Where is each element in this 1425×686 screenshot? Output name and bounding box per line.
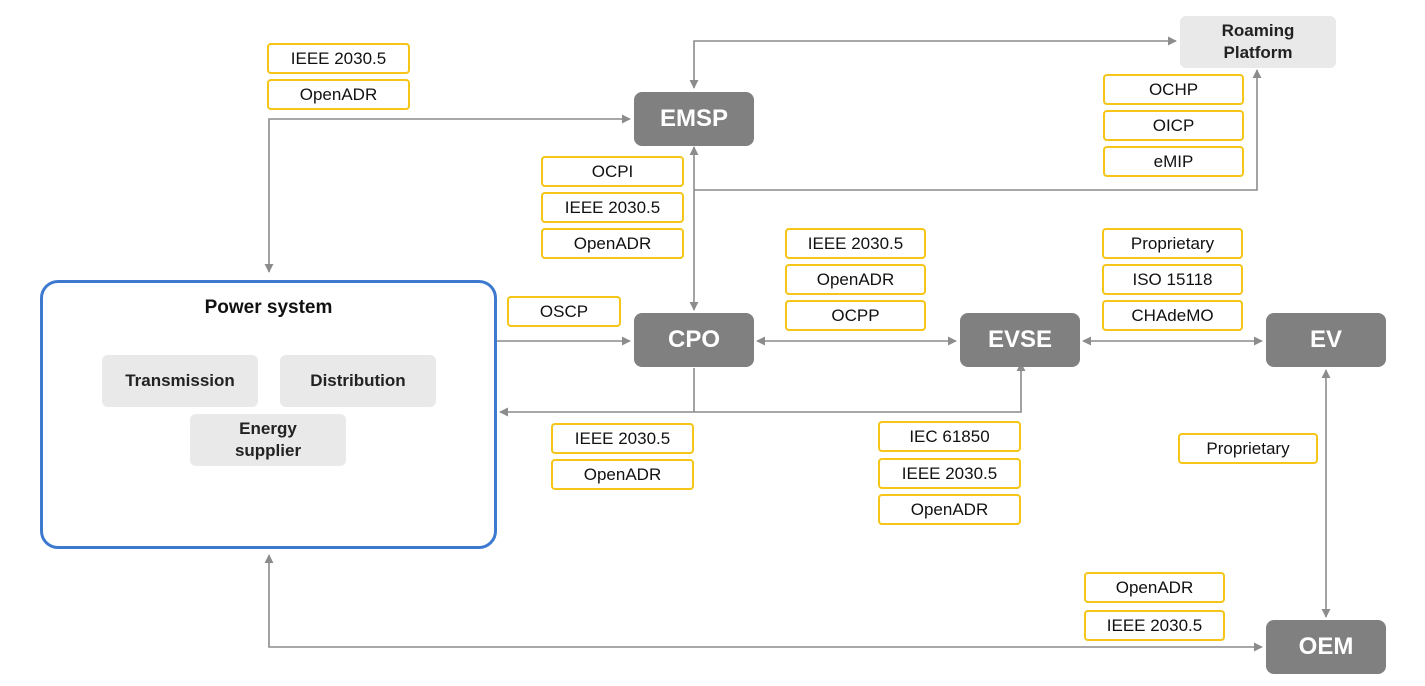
protocol-label: Proprietary (1102, 228, 1243, 259)
protocol-label: eMIP (1103, 146, 1244, 177)
distribution-box: Distribution (280, 355, 436, 407)
protocol-label: IEEE 2030.5 (541, 192, 684, 223)
protocol-label: IEC 61850 (878, 421, 1021, 452)
protocol-label: OCHP (1103, 74, 1244, 105)
protocol-label: OpenADR (1084, 572, 1225, 603)
protocol-label: IEEE 2030.5 (267, 43, 410, 74)
protocol-label: OpenADR (267, 79, 410, 110)
link-cpo-evse-power (499, 362, 1026, 417)
evse-node: EVSE (960, 313, 1080, 367)
protocol-label: IEEE 2030.5 (1084, 610, 1225, 641)
protocol-label: OpenADR (551, 459, 694, 490)
protocol-label: OpenADR (541, 228, 684, 259)
protocol-label: ISO 15118 (1102, 264, 1243, 295)
protocol-label: IEEE 2030.5 (785, 228, 926, 259)
cpo-node: CPO (634, 313, 754, 367)
protocol-label: OCPP (785, 300, 926, 331)
ev-node: EV (1266, 313, 1386, 367)
link-oem-power (264, 554, 1263, 652)
protocol-label: OpenADR (785, 264, 926, 295)
roaming-platform-node: Roaming Platform (1180, 16, 1336, 68)
oem-node: OEM (1266, 620, 1386, 674)
link-emsp-roaming-lower (694, 69, 1262, 191)
protocol-label: OSCP (507, 296, 621, 327)
protocol-label: OpenADR (878, 494, 1021, 525)
protocol-label: CHAdeMO (1102, 300, 1243, 331)
emsp-node: EMSP (634, 92, 754, 146)
protocol-label: IEEE 2030.5 (551, 423, 694, 454)
energy-supplier-box: Energy supplier (190, 414, 346, 466)
link-power-emsp (264, 114, 631, 273)
protocol-label: IEEE 2030.5 (878, 458, 1021, 489)
link-emsp-roaming (689, 36, 1177, 89)
protocol-label: OICP (1103, 110, 1244, 141)
protocol-label: OCPI (541, 156, 684, 187)
transmission-box: Transmission (102, 355, 258, 407)
protocol-label: Proprietary (1178, 433, 1318, 464)
power-system-title: Power system (204, 297, 333, 318)
